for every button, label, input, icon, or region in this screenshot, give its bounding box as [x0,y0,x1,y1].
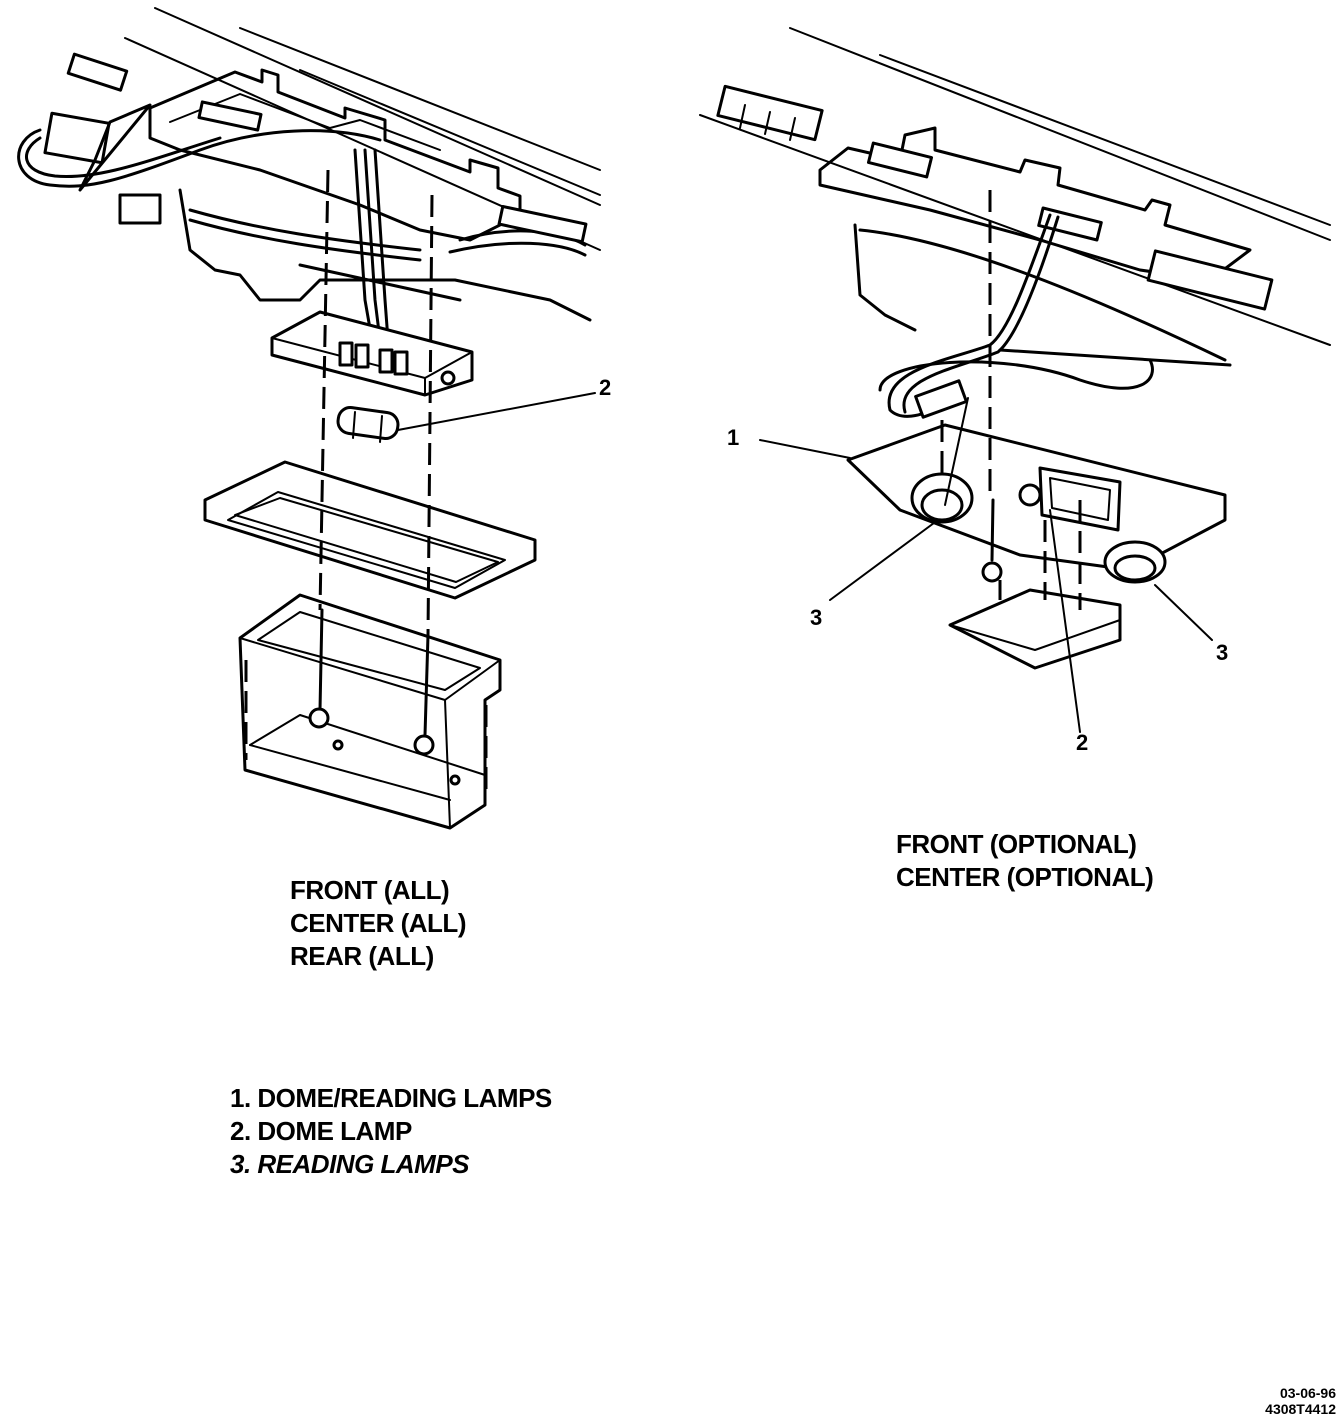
left-lens-frame [203,460,537,600]
left-roof-bracket [148,68,522,242]
left-dashed-guides [244,169,488,790]
left-harness-connector [17,52,588,262]
left-view-captions: FRONT (ALL) CENTER (ALL) REAR (ALL) [290,874,466,973]
caption-center-all: CENTER (ALL) [290,908,466,938]
left-lens-cover [238,593,502,830]
right-roof-lines [699,27,1331,346]
right-wires [887,213,1060,419]
caption-front-all: FRONT (ALL) [290,875,450,905]
legend-item-1: 1. DOME/READING LAMPS [230,1083,552,1113]
right-dashed-guides [940,190,1082,610]
right-lens [948,588,1122,670]
callout-right-dome-lamp: 2 [1076,730,1089,755]
drawing-date: 03-06-96 [1279,1385,1336,1401]
legend-item-2: 2. DOME LAMP [230,1116,412,1146]
left-lamp-base [270,310,474,397]
right-view-illustration [699,27,1331,733]
right-screw [981,498,1003,583]
right-roof-bracket [716,84,1274,311]
caption-center-optional: CENTER (OPTIONAL) [896,862,1154,892]
caption-front-optional: FRONT (OPTIONAL) [896,829,1137,859]
callout-right-reading-lamp-a: 3 [810,605,823,630]
legend-item-3: 3. READING LAMPS [230,1149,470,1179]
left-dome-bulb [336,392,596,443]
caption-rear-all: REAR (ALL) [290,941,434,971]
drawing-figure-id: 4308T4412 [1265,1401,1336,1417]
callout-left-dome-lamp: 2 [599,375,612,400]
drawing-code: 03-06-96 4308T4412 [1265,1385,1336,1417]
callout-right-dome-reading-lamps: 1 [727,425,740,450]
right-console [846,423,1227,584]
callout-right-reading-lamp-b: 3 [1216,640,1229,665]
left-screws [308,608,435,756]
parts-legend: 1. DOME/READING LAMPS 2. DOME LAMP 3. RE… [230,1082,552,1181]
right-view-captions: FRONT (OPTIONAL) CENTER (OPTIONAL) [896,828,1154,894]
right-headliner [853,223,1232,392]
left-view-illustration [17,7,601,830]
right-leader-lines [759,397,1213,733]
